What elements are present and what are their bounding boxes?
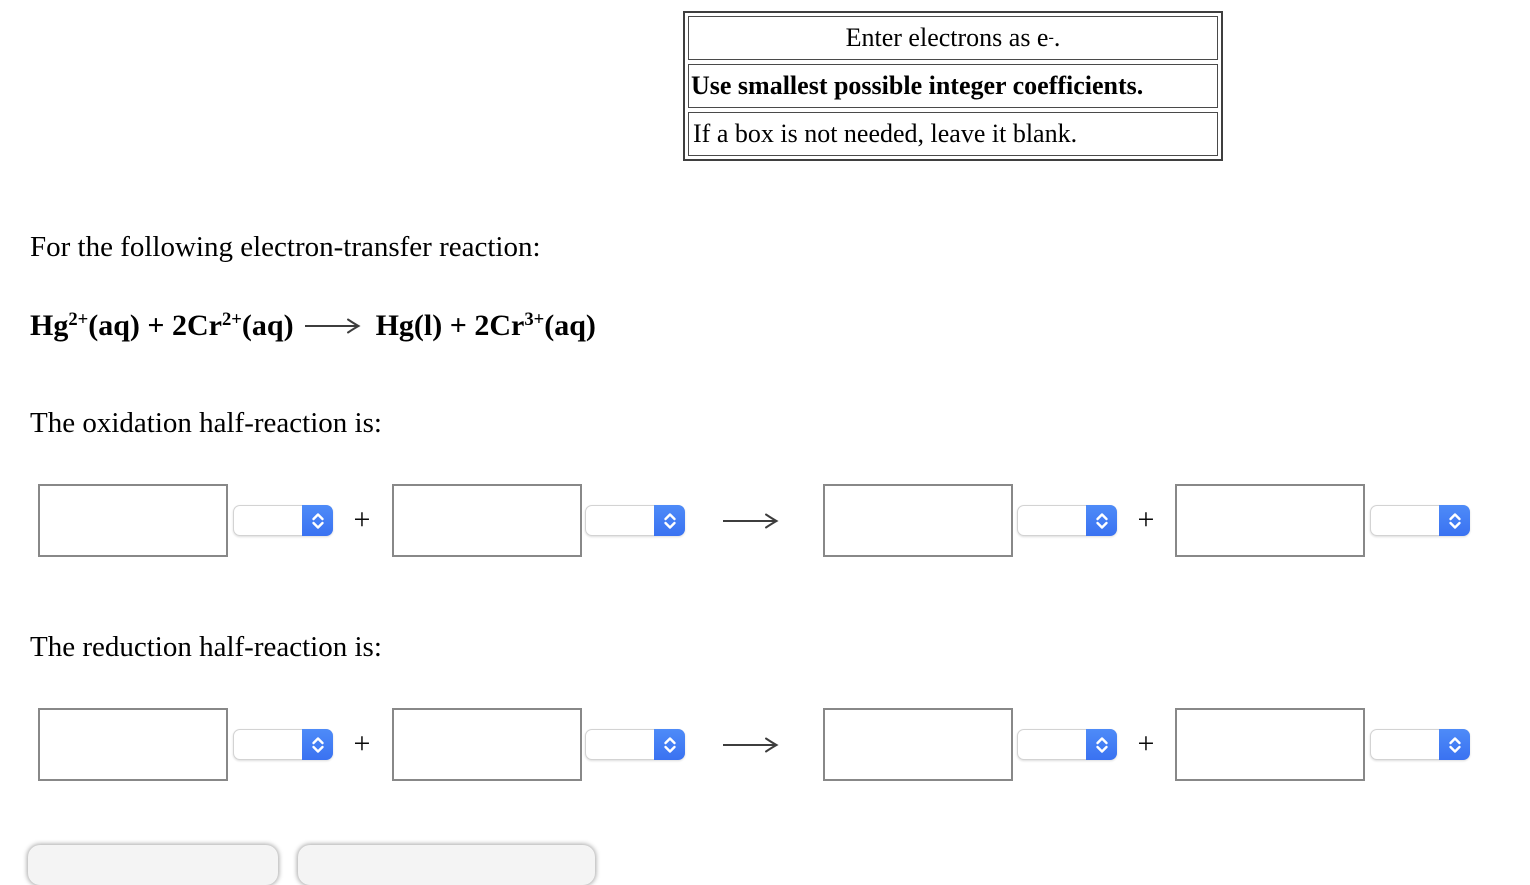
oxidation-species-1-input[interactable]	[38, 484, 228, 557]
select-value	[234, 730, 302, 759]
select-chevrons-icon	[1439, 505, 1470, 536]
reaction-equation: Hg2+(aq) + 2Cr2+(aq) Hg(l) + 2Cr3+(aq)	[30, 306, 596, 346]
reduction-species-3-input[interactable]	[823, 708, 1013, 781]
reduction-species-2-input[interactable]	[392, 708, 582, 781]
plus-operator: +	[353, 503, 371, 536]
reduction-species-1-input[interactable]	[38, 708, 228, 781]
plus-operator: +	[1137, 503, 1155, 536]
oxidation-charge-4-select[interactable]	[1370, 505, 1470, 536]
reduction-charge-2-select[interactable]	[585, 729, 685, 760]
intro-text: For the following electron-transfer reac…	[30, 231, 541, 263]
yields-arrow-icon	[723, 513, 779, 529]
select-chevrons-icon	[302, 729, 333, 760]
equation-arrow-icon	[304, 318, 361, 334]
select-value	[1371, 730, 1439, 759]
plus-operator: +	[353, 727, 371, 760]
reduction-charge-4-select[interactable]	[1370, 729, 1470, 760]
reduction-species-4-input[interactable]	[1175, 708, 1365, 781]
reduction-label: The reduction half-reaction is:	[30, 631, 382, 663]
reduction-charge-3-select[interactable]	[1017, 729, 1117, 760]
equation-right-side: Hg(l) + 2Cr3+(aq)	[375, 308, 596, 342]
oxidation-species-4-input[interactable]	[1175, 484, 1365, 557]
select-chevrons-icon	[1086, 729, 1117, 760]
yields-arrow-icon	[723, 737, 779, 753]
instruction-smallest-coefficients: Use smallest possible integer coefficien…	[688, 64, 1218, 108]
equation-left-side: Hg2+(aq) + 2Cr2+(aq)	[30, 308, 294, 342]
oxidation-charge-3-select[interactable]	[1017, 505, 1117, 536]
select-value	[234, 506, 302, 535]
instruction-panel: Enter electrons as e-. Use smallest poss…	[683, 11, 1223, 161]
oxidation-label: The oxidation half-reaction is:	[30, 407, 382, 439]
oxidation-species-2-input[interactable]	[392, 484, 582, 557]
select-value	[586, 730, 654, 759]
oxidation-charge-2-select[interactable]	[585, 505, 685, 536]
oxidation-species-3-input[interactable]	[823, 484, 1013, 557]
select-chevrons-icon	[1086, 505, 1117, 536]
select-chevrons-icon	[1439, 729, 1470, 760]
oxidation-charge-1-select[interactable]	[233, 505, 333, 536]
reduction-charge-1-select[interactable]	[233, 729, 333, 760]
select-value	[586, 506, 654, 535]
instruction-enter-electrons: Enter electrons as e-.	[688, 16, 1218, 60]
select-chevrons-icon	[302, 505, 333, 536]
partial-button-left[interactable]	[28, 845, 278, 885]
plus-operator: +	[1137, 727, 1155, 760]
select-chevrons-icon	[654, 505, 685, 536]
instruction-leave-blank: If a box is not needed, leave it blank.	[688, 112, 1218, 156]
select-value	[1018, 730, 1086, 759]
partial-button-right[interactable]	[298, 845, 595, 885]
select-chevrons-icon	[654, 729, 685, 760]
select-value	[1018, 506, 1086, 535]
select-value	[1371, 506, 1439, 535]
